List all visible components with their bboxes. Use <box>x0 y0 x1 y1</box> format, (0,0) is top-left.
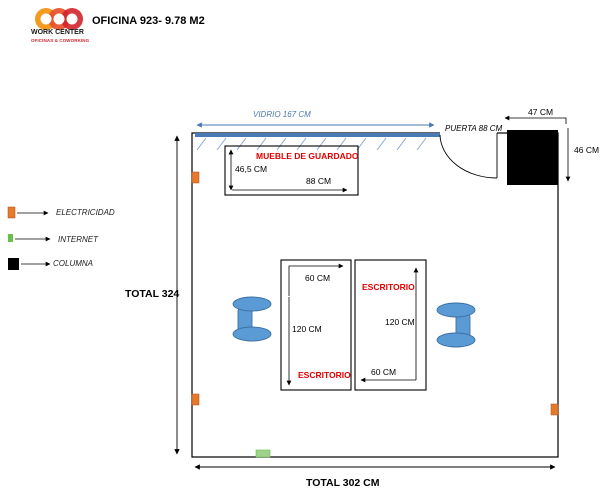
desk-left-length-label: 120 CM <box>292 324 322 334</box>
legend-internet-swatch <box>8 234 13 242</box>
column-depth-label: 46 CM <box>574 145 600 155</box>
legend-column-swatch <box>8 258 19 270</box>
logo <box>32 4 92 44</box>
glass-wall <box>195 133 440 151</box>
logo-tagline: OFICINAS & COWORKING <box>31 38 90 43</box>
internet-outlet <box>255 449 271 458</box>
storage-unit <box>224 145 359 196</box>
desk-left-label: ESCRITORIO <box>298 370 351 380</box>
electric-outlet <box>191 393 200 406</box>
desk-left-width-arrow <box>288 263 344 296</box>
desk-left-width-label: 60 CM <box>305 273 331 283</box>
door-swing <box>439 131 498 179</box>
storage-label: MUEBLE DE GUARDADO <box>256 151 359 161</box>
column-width-label: 47 CM <box>528 107 554 117</box>
electric-outlet <box>550 403 559 416</box>
page-title: OFICINA 923- 9.78 M2 <box>92 15 205 27</box>
total-height-label: TOTAL 324 <box>125 288 180 300</box>
column <box>507 130 558 185</box>
electric-outlet <box>191 171 200 184</box>
legend-electricity-swatch <box>7 206 16 219</box>
storage-width-label: 88 CM <box>306 176 332 186</box>
legend-column-label: COLUMNA <box>53 259 94 268</box>
room-outline <box>191 132 559 458</box>
chair-right <box>436 302 476 348</box>
desk-left <box>280 259 352 391</box>
desk-right <box>354 259 427 391</box>
total-width-label: TOTAL 302 CM <box>306 477 380 489</box>
desk-right-length-label: 120 CM <box>385 317 415 327</box>
legend-internet-label: INTERNET <box>58 235 98 244</box>
column-width-arrow <box>504 115 567 124</box>
logo-brand: WORK CENTER <box>31 29 84 36</box>
logo-rings-icon <box>35 8 83 30</box>
chair-left <box>232 296 272 342</box>
legend-electricity-label: ELECTRICIDAD <box>56 208 115 217</box>
desk-right-label: ESCRITORIO <box>362 282 415 292</box>
glass-label: VIDRIO 167 CM <box>253 110 311 119</box>
door-label: PUERTA 88 CM <box>445 124 503 133</box>
desk-right-width-label: 60 CM <box>371 367 397 377</box>
storage-depth-label: 46,5 CM <box>235 164 268 174</box>
